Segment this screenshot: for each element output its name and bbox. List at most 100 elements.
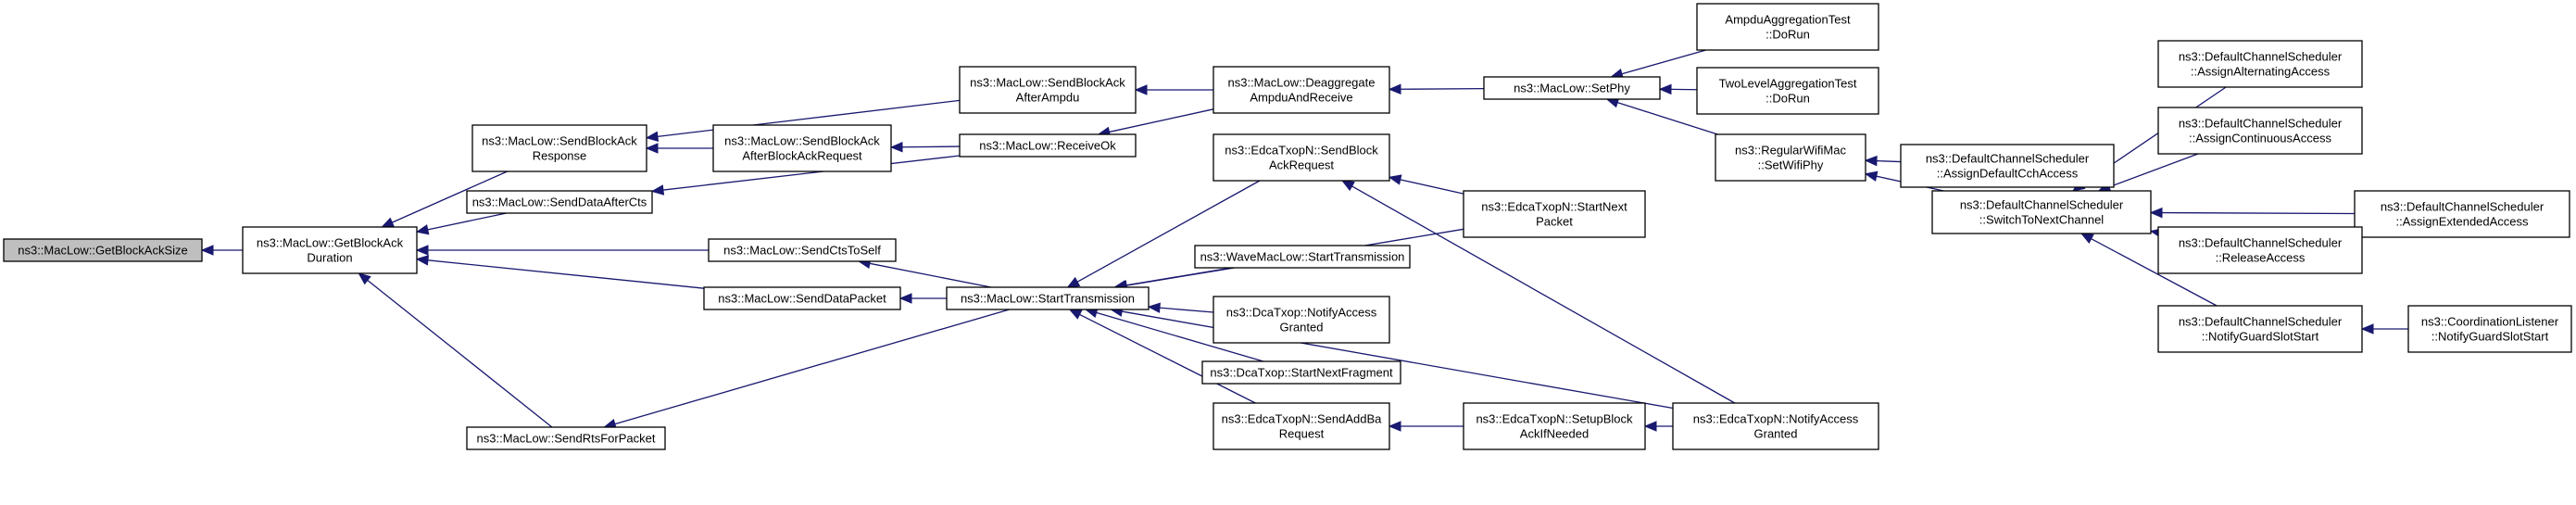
node-label-line: Response <box>533 149 587 163</box>
node-sbaabr[interactable]: ns3::MacLow::SendBlockAckAfterBlockAckRe… <box>712 124 892 172</box>
node-scts[interactable]: ns3::MacLow::SendCtsToSelf <box>708 238 897 262</box>
edge-arrowhead <box>1388 83 1401 95</box>
edge-dar-to-sbaaa <box>1134 84 1213 95</box>
node-box <box>2157 305 2363 353</box>
node-label-line: ns3::DcaTxop::StartNextFragment <box>1210 366 1393 380</box>
node-label-line: ::AssignDefaultCchAccess <box>1937 167 2079 181</box>
node-label-line: AckRequest <box>1269 158 1334 172</box>
node-dcsaaa[interactable]: ns3::DefaultChannelScheduler::AssignAlte… <box>2157 40 2363 88</box>
node-label-line: ns3::CoordinationListener <box>2421 315 2559 329</box>
node-label-line: ns3::WaveMacLow::StartTransmission <box>1200 250 1405 264</box>
node-box <box>1213 66 1390 114</box>
node-box <box>1213 402 1390 450</box>
edge-line <box>1096 311 1264 362</box>
node-dcsadcca[interactable]: ns3::DefaultChannelScheduler::AssignDefa… <box>1900 144 2115 188</box>
node-box <box>2354 190 2570 238</box>
node-twolevel[interactable]: TwoLevelAggregationTest::DoRun <box>1696 67 1879 115</box>
edge-line <box>1400 179 1464 195</box>
node-recok[interactable]: ns3::MacLow::ReceiveOk <box>959 133 1137 158</box>
node-dcsra[interactable]: ns3::DefaultChannelScheduler::ReleaseAcc… <box>2157 226 2363 274</box>
node-label-line: ::NotifyGuardSlotStart <box>2202 330 2319 344</box>
node-label-line: ns3::DefaultChannelScheduler <box>2179 50 2343 64</box>
edge-line <box>662 155 961 191</box>
node-label-line: ns3::EdcaTxopN::SendBlock <box>1225 144 1378 158</box>
node-label-line: ns3::EdcaTxopN::SendAddBa <box>1222 412 1382 426</box>
node-label-line: ns3::EdcaTxopN::NotifyAccess <box>1693 412 1859 426</box>
node-box <box>1672 402 1879 450</box>
node-label-line: ns3::MacLow::SendBlockAck <box>724 134 880 148</box>
node-setphy[interactable]: ns3::MacLow::SetPhy <box>1483 76 1661 100</box>
edge-dnag-to-st <box>1147 302 1214 313</box>
node-label-line: ns3::MacLow::Deaggregate <box>1228 76 1376 90</box>
node-label-line: ns3::DefaultChannelScheduler <box>2179 236 2343 250</box>
node-box <box>242 226 418 274</box>
node-root[interactable]: ns3::MacLow::GetBlockAckSize <box>3 238 203 262</box>
node-label-line: ::DoRun <box>1766 92 1810 106</box>
edge-twolevel-to-setphy <box>1658 83 1698 95</box>
node-wmst[interactable]: ns3::WaveMacLow::StartTransmission <box>1194 245 1411 269</box>
node-label-line: ns3::EdcaTxopN::SetupBlock <box>1476 412 1633 426</box>
node-label-line: ::DoRun <box>1766 28 1810 42</box>
node-box <box>959 66 1137 114</box>
node-box <box>2157 40 2363 88</box>
node-box <box>2407 305 2572 353</box>
node-box <box>708 238 897 262</box>
edge-sdac-to-getbad <box>415 212 507 235</box>
node-label-line: ns3::DefaultChannelScheduler <box>1960 198 2124 212</box>
node-clngss[interactable]: ns3::CoordinationListener::NotifyGuardSl… <box>2407 305 2572 353</box>
edge-clngss-to-dcsngss <box>2360 323 2408 335</box>
node-label-line: AmpduAggregationTest <box>1725 13 1851 27</box>
edge-line <box>657 99 961 137</box>
edge-arrowhead <box>898 293 912 304</box>
node-box <box>2157 107 2363 155</box>
node-label-line: ns3::EdcaTxopN::StartNext <box>1481 200 1627 214</box>
node-dcsstnc[interactable]: ns3::DefaultChannelScheduler::SwitchToNe… <box>1931 190 2152 234</box>
edge-sdp-to-getbad <box>415 255 705 289</box>
node-dsnf[interactable]: ns3::DcaTxop::StartNextFragment <box>1201 360 1401 385</box>
edge-arrowhead <box>358 272 371 285</box>
edge-arrowhead <box>200 245 214 256</box>
edge-line <box>1159 307 1214 313</box>
node-label-line: ns3::MacLow::SetPhy <box>1514 82 1630 95</box>
node-sdp[interactable]: ns3::MacLow::SendDataPacket <box>703 286 901 310</box>
node-rwm[interactable]: ns3::RegularWifiMac::SetWifiPhy <box>1715 133 1866 182</box>
node-label-line: AfterAmpdu <box>1016 91 1080 105</box>
node-dcsaca[interactable]: ns3::DefaultChannelScheduler::AssignCont… <box>2157 107 2363 155</box>
node-label-line: ns3::MacLow::GetBlockAck <box>257 236 404 250</box>
node-label-line: Duration <box>307 251 352 265</box>
node-st[interactable]: ns3::MacLow::StartTransmission <box>946 286 1150 310</box>
node-box <box>3 238 203 262</box>
edge-arrowhead <box>650 184 665 196</box>
edge-enag-to-esbain <box>1643 421 1673 432</box>
edge-esbain-to-esaba <box>1388 421 1464 432</box>
node-dcsngss[interactable]: ns3::DefaultChannelScheduler::NotifyGuar… <box>2157 305 2363 353</box>
edge-line <box>2091 238 2218 307</box>
node-label-line: Request <box>1279 427 1325 441</box>
edge-arrowhead <box>1068 309 1083 320</box>
node-label-line: TwoLevelAggregationTest <box>1719 77 1857 91</box>
node-ampdutest[interactable]: AmpduAggregationTest::DoRun <box>1696 3 1879 51</box>
node-srfp[interactable]: ns3::MacLow::SendRtsForPacket <box>466 426 666 450</box>
node-label-line: ::ReleaseAccess <box>2216 251 2306 265</box>
node-sdac[interactable]: ns3::MacLow::SendDataAfterCts <box>466 190 653 214</box>
node-box <box>703 286 901 310</box>
edge-arrowhead <box>415 245 429 256</box>
node-label-line: Packet <box>1536 215 1573 229</box>
node-label-line: ns3::DcaTxop::NotifyAccess <box>1226 306 1377 320</box>
edge-arrowhead <box>645 131 660 142</box>
edge-line <box>1400 88 1485 90</box>
node-box <box>1931 190 2152 234</box>
node-dcsaea[interactable]: ns3::DefaultChannelScheduler::AssignExte… <box>2354 190 2570 238</box>
edge-arrowhead <box>1388 174 1402 185</box>
